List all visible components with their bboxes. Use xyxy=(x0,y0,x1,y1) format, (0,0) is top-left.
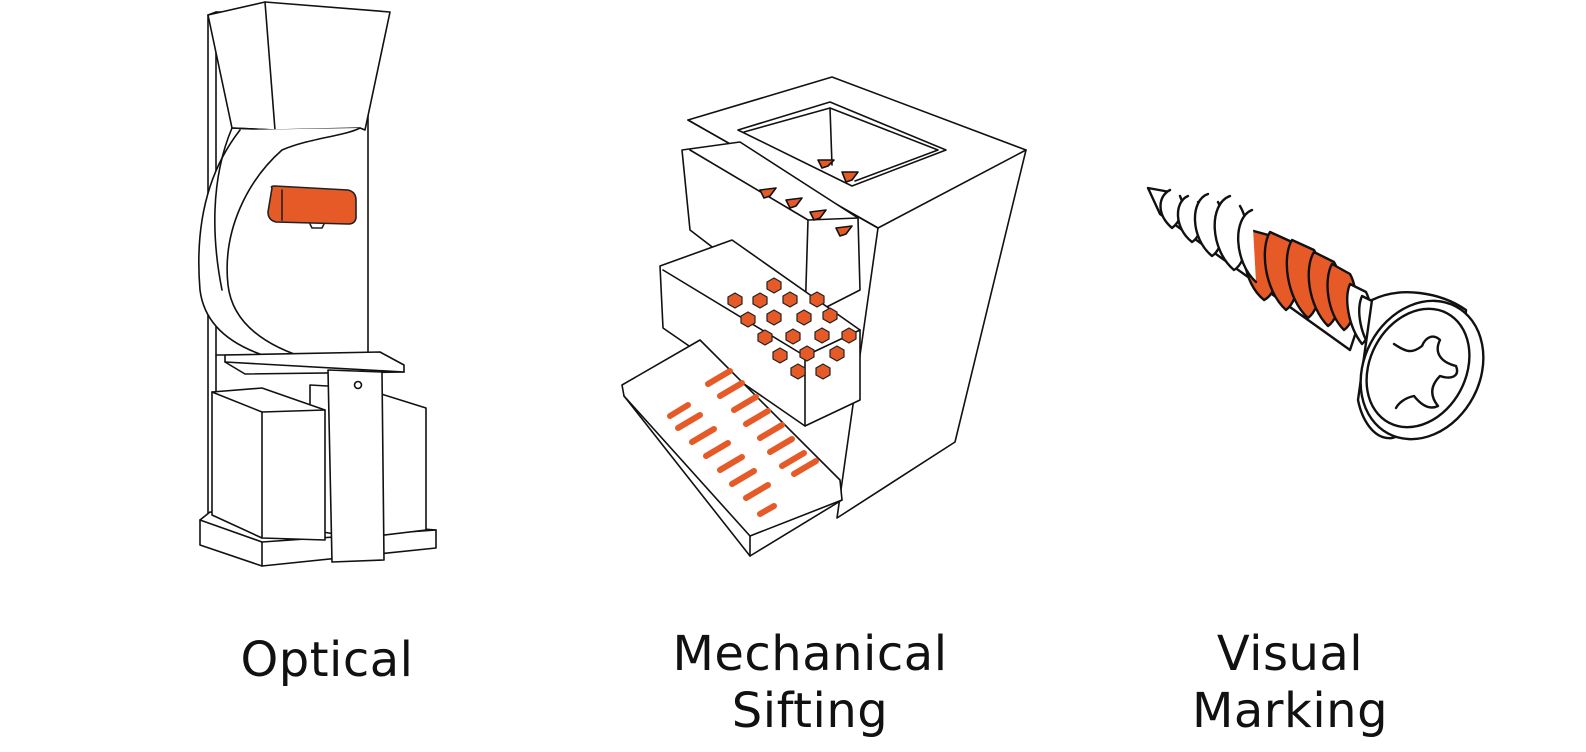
method-optical: Optical xyxy=(0,0,560,752)
optical-label: Optical xyxy=(147,632,507,689)
mechanical-sifting-label-line-2: Sifting xyxy=(731,683,889,739)
marked-screw-icon xyxy=(1146,186,1485,441)
method-mechanical-sifting: Mechanical Sifting xyxy=(560,0,1100,752)
mechanical-sifting-label: Mechanical Sifting xyxy=(630,626,990,740)
method-visual-marking: Visual Marking xyxy=(1100,0,1586,752)
sifting-drawers-icon xyxy=(621,76,1027,557)
mechanical-sifting-label-line-1: Mechanical xyxy=(672,626,948,682)
visual-marking-label-line-1: Visual xyxy=(1216,626,1364,682)
optical-sorter-machine-icon xyxy=(198,1,437,567)
optical-label-line: Optical xyxy=(240,632,414,688)
visual-marking-label: Visual Marking xyxy=(1110,626,1470,740)
visual-marking-label-line-2: Marking xyxy=(1191,683,1389,739)
